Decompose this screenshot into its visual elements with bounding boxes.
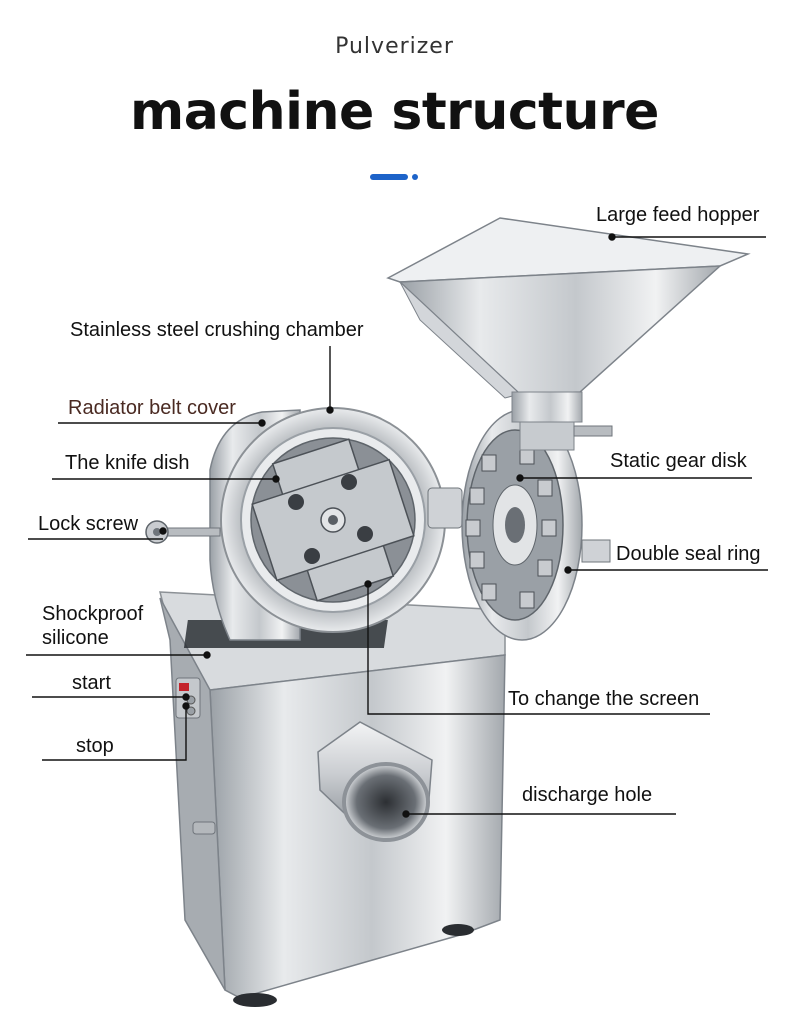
leader-chamber-dot [326, 406, 334, 414]
leader-start-dot [182, 693, 190, 701]
discharge-spout [317, 721, 433, 842]
label-static-gear-disk: Static gear disk [610, 450, 747, 472]
leader-lines [26, 233, 768, 818]
label-crushing-chamber: Stainless steel crushing chamber [70, 319, 364, 341]
leader-shockproof-dot [203, 651, 211, 659]
leader-discharge-dot [402, 810, 410, 818]
leader-knife-dish-dot [272, 475, 280, 483]
label-start: start [72, 672, 111, 694]
control-box [175, 677, 201, 719]
leader-lock-screw-dot [159, 527, 167, 535]
leader-hopper-dot [608, 233, 616, 241]
label-change-screen: To change the screen [508, 688, 700, 710]
leader-static-gear-dot [516, 474, 524, 482]
label-double-seal-ring: Double seal ring [616, 543, 761, 565]
label-silicone: silicone [42, 627, 109, 649]
leader-screen-dot [364, 580, 372, 588]
label-radiator-belt-cover: Radiator belt cover [68, 397, 236, 419]
subtitle: Pulverizer [335, 34, 454, 59]
accent-dot [412, 174, 418, 180]
label-stop: stop [76, 735, 114, 757]
leader-screen [367, 584, 710, 715]
label-large-feed-hopper: Large feed hopper [596, 204, 760, 226]
crushing-chamber [209, 407, 463, 641]
leader-stop-dot [182, 702, 190, 710]
leader-seal-ring-dot [564, 566, 572, 574]
label-discharge-hole: discharge hole [522, 784, 653, 806]
leader-stop [42, 706, 187, 761]
label-lock-screw: Lock screw [38, 513, 139, 535]
accent-bar [370, 174, 408, 180]
leader-belt-cover-dot [258, 419, 266, 427]
page-title: machine structure [130, 82, 659, 142]
label-shockproof: Shockproof [42, 603, 144, 625]
feed-hopper [386, 217, 751, 451]
label-knife-dish: The knife dish [65, 452, 190, 474]
